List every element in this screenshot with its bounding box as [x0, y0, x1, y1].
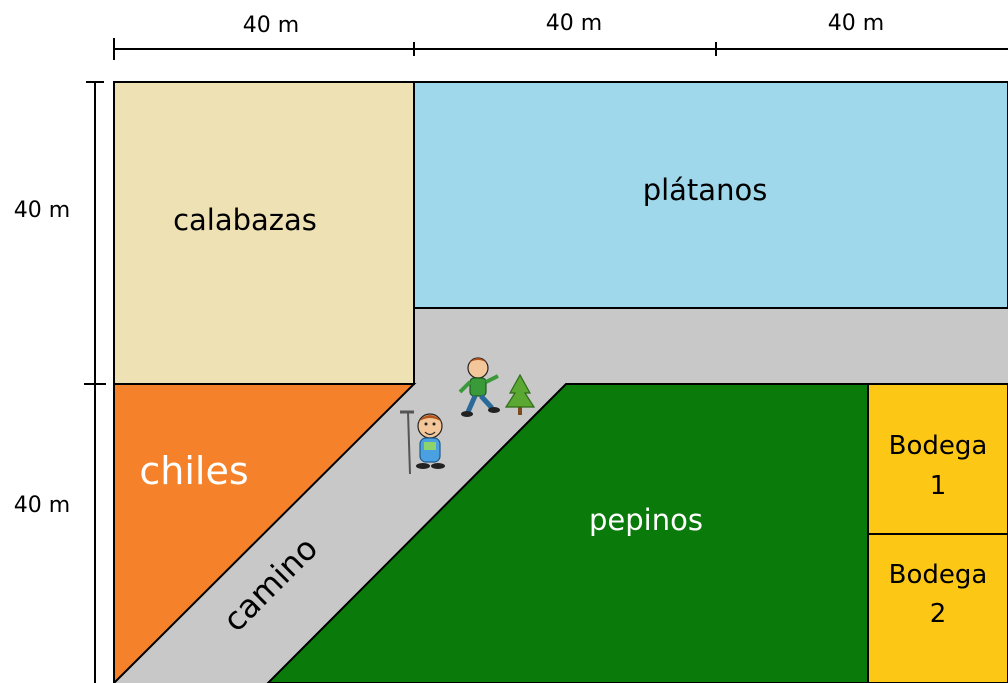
- top-dim-label-1: 40 m: [243, 13, 299, 38]
- platanos-label: plátanos: [643, 173, 768, 207]
- top-dim-label-3: 40 m: [828, 11, 884, 36]
- left-dim-label-2: 40 m: [14, 493, 70, 518]
- top-dimension: 40 m 40 m 40 m: [113, 11, 1008, 60]
- tree-icon: [504, 373, 536, 415]
- calabazas-label: calabazas: [173, 203, 317, 237]
- pepinos-label: pepinos: [589, 503, 703, 537]
- top-dim-label-2: 40 m: [546, 11, 602, 36]
- calabazas-region: [113, 81, 415, 385]
- farmer-figure: [400, 410, 445, 475]
- platanos-region: [413, 81, 1008, 309]
- bodega-2-label-line2: 2: [930, 599, 947, 629]
- chiles-region: [113, 383, 417, 683]
- left-dimension: 40 m 40 m: [14, 81, 106, 683]
- left-dim-label-1: 40 m: [14, 198, 70, 223]
- bodega-1-label-line2: 1: [930, 471, 947, 501]
- camino-region: [114, 308, 1008, 683]
- bodega-2-label-line1: Bodega: [889, 560, 988, 590]
- chiles-label: chiles: [139, 449, 248, 493]
- camino-edge: [267, 383, 1008, 683]
- bodega-2-region: [867, 533, 1008, 683]
- bodega-1-label-line1: Bodega: [889, 431, 988, 461]
- walking-person-figure: [458, 357, 500, 417]
